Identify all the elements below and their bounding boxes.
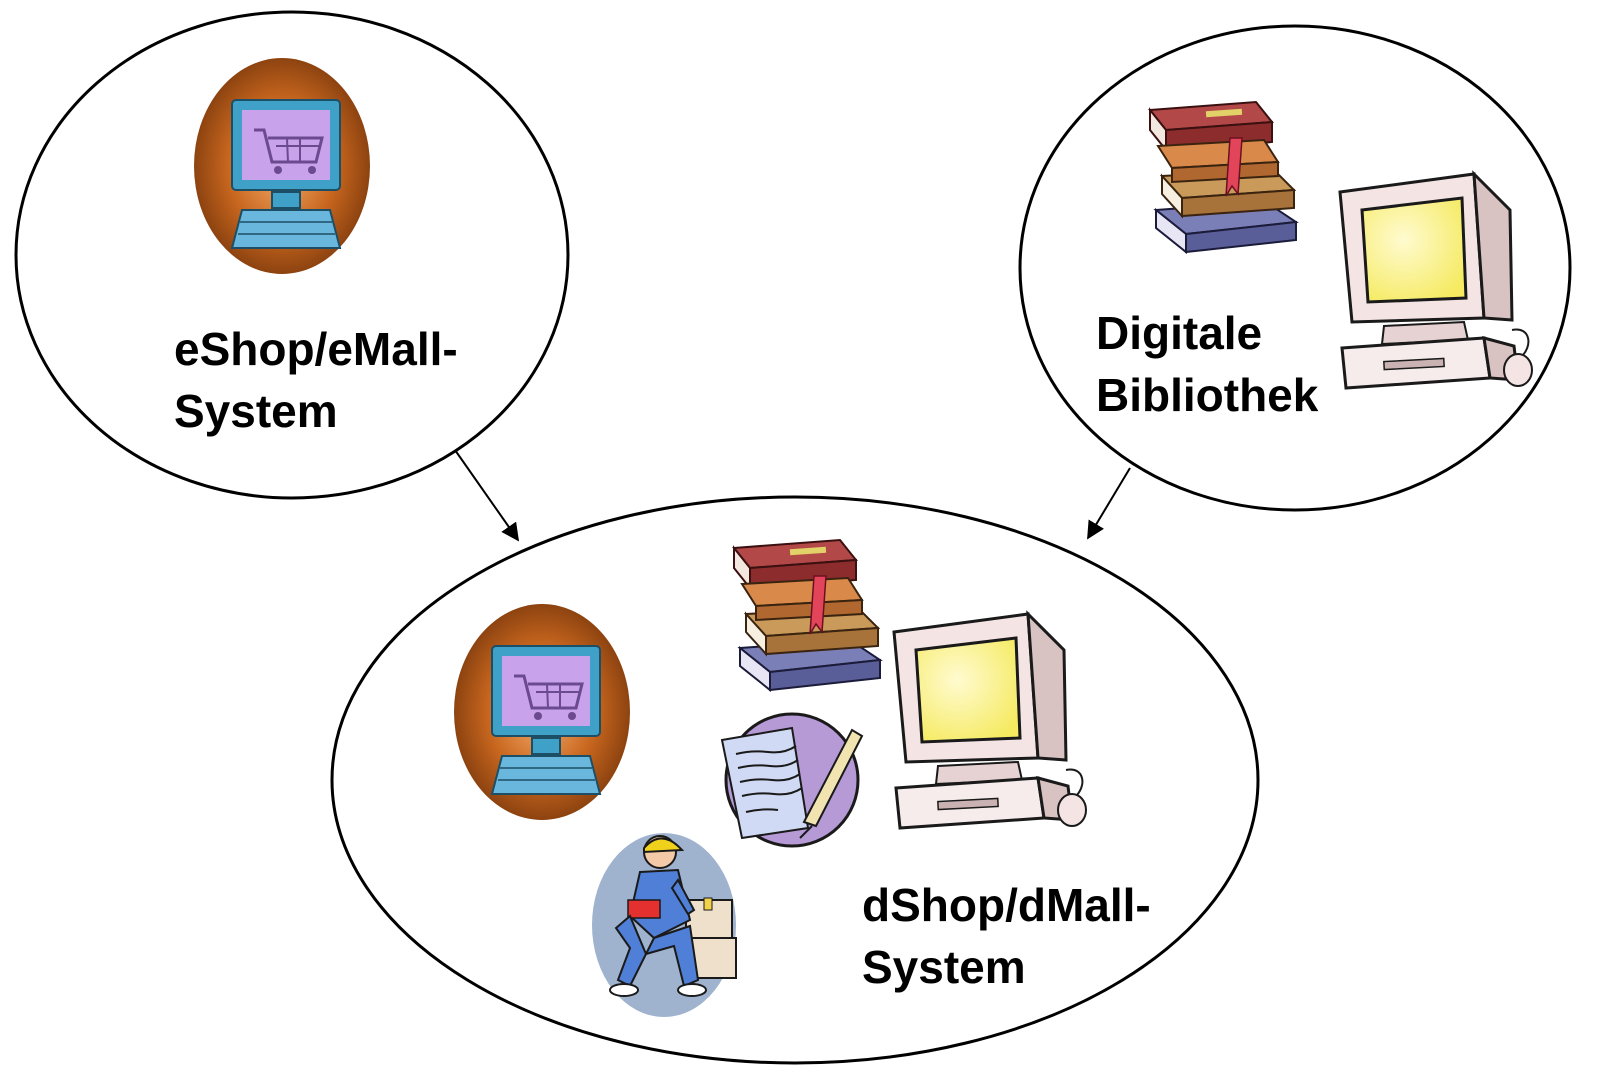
desktop-computer-icon <box>1338 172 1534 390</box>
eshop-label: eShop/eMall- System <box>174 318 458 442</box>
dshop-label-line1: dShop/dMall- <box>862 879 1151 931</box>
document-quill-icon <box>720 712 864 848</box>
arrow-eshop-to-dshop <box>454 449 520 542</box>
shopping-cart-computer-icon <box>452 602 632 822</box>
library-label-line2: Bibliothek <box>1096 369 1319 421</box>
library-label-line1: Digitale <box>1096 307 1263 359</box>
dshop-label-line2: System <box>862 941 1026 993</box>
arrow-library-to-dshop <box>1087 467 1131 540</box>
eshop-label-line1: eShop/eMall- <box>174 323 458 375</box>
eshop-label-line2: System <box>174 385 338 437</box>
dshop-label: dShop/dMall- System <box>862 874 1151 998</box>
library-label: Digitale Bibliothek <box>1096 302 1318 426</box>
shopping-cart-computer-icon <box>192 56 372 276</box>
desktop-computer-icon <box>892 612 1088 830</box>
warehouse-worker-icon <box>591 832 737 1018</box>
